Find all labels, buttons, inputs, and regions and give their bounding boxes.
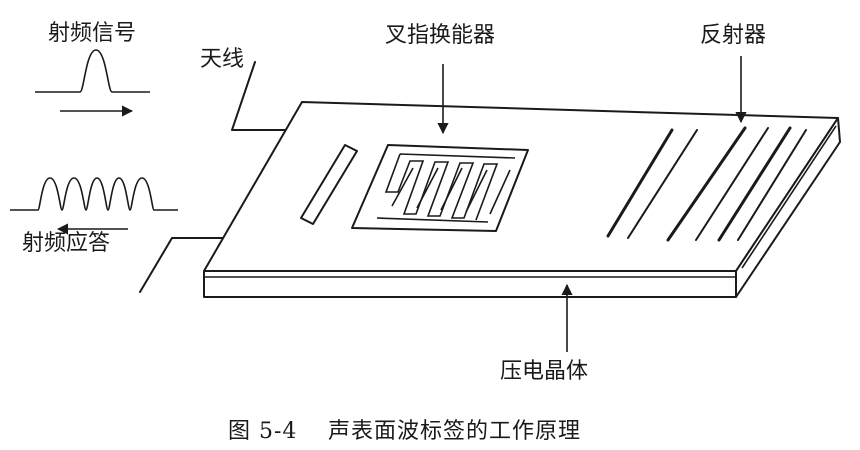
rf-response-waveform <box>10 177 178 235</box>
reflector-strips <box>606 126 807 242</box>
reflector-label: 反射器 <box>700 23 766 48</box>
rf-signal-waveform <box>35 49 150 117</box>
rf-response-label: 射频应答 <box>22 231 110 256</box>
substrate-label: 压电晶体 <box>500 359 588 384</box>
figure-number: 图 5-4 <box>228 419 297 444</box>
antenna-pad <box>300 144 358 225</box>
antenna-label: 天线 <box>200 47 244 72</box>
idt-label: 叉指换能器 <box>385 23 495 48</box>
idt-electrode <box>351 144 529 232</box>
figure-title: 声表面波标签的工作原理 <box>328 419 581 444</box>
rf-signal-label: 射频信号 <box>48 21 136 46</box>
